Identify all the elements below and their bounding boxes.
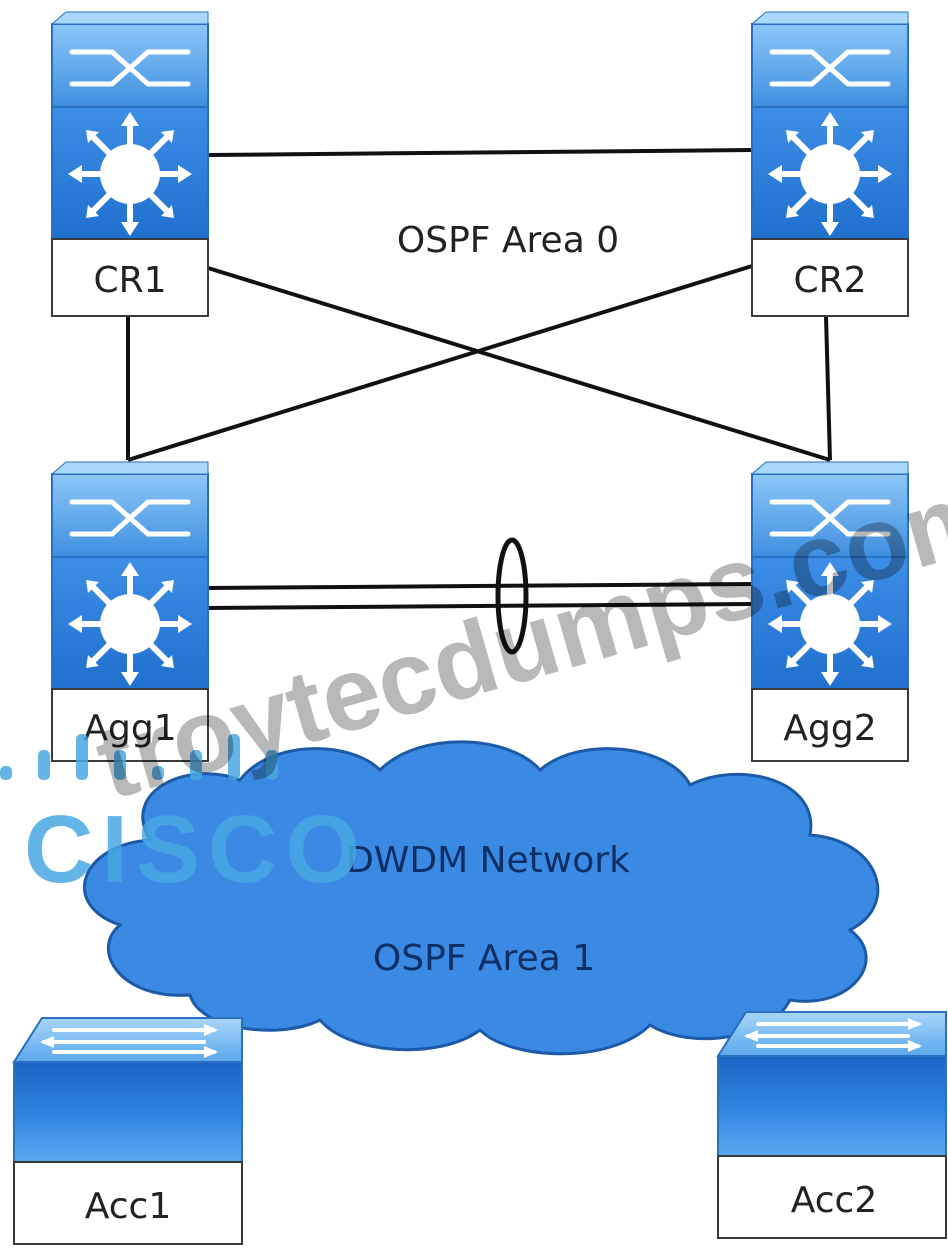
link-agg-port-channel-b [207, 602, 753, 610]
l3-switch-icon [52, 12, 208, 239]
link-cr2-agg2 [824, 315, 832, 461]
cloud-area-label: OSPF Area 1 [373, 938, 595, 979]
link-cr2-agg1 [127, 264, 753, 462]
device-agg2[interactable]: Agg2 [752, 462, 908, 762]
agg1-label: Agg1 [83, 708, 176, 749]
link-cr1-agg2 [207, 266, 831, 462]
device-cr2[interactable]: CR2 [752, 12, 908, 317]
dwdm-cloud: DWDM Network OSPF Area 1 [82, 740, 880, 1056]
l3-switch-icon [752, 12, 908, 239]
cloud-shape [82, 740, 880, 1056]
cr2-label: CR2 [793, 260, 866, 301]
acc2-label: Acc2 [791, 1180, 877, 1221]
l2-switch-icon [716, 1010, 948, 1158]
acc1-label: Acc1 [85, 1186, 171, 1227]
port-channel-bundle-ring [495, 537, 529, 655]
link-agg-port-channel-a [207, 582, 753, 590]
device-acc1[interactable]: Acc1 [12, 1016, 244, 1245]
cloud-title: DWDM Network [346, 840, 630, 881]
cisco-logo-watermark: CISCO [0, 734, 368, 903]
cisco-wordmark: CISCO [24, 796, 368, 903]
device-acc2[interactable]: Acc2 [716, 1010, 948, 1239]
links [126, 148, 832, 610]
link-cr1-cr2 [207, 148, 753, 157]
device-cr1[interactable]: CR1 [52, 12, 208, 317]
l3-switch-icon [52, 462, 208, 689]
l2-switch-icon [12, 1016, 244, 1164]
cisco-bars-icon [0, 734, 278, 780]
cr1-label: CR1 [93, 260, 166, 301]
agg2-label: Agg2 [783, 708, 876, 749]
device-agg1[interactable]: Agg1 [52, 462, 208, 762]
area-0-label: OSPF Area 0 [397, 220, 619, 261]
